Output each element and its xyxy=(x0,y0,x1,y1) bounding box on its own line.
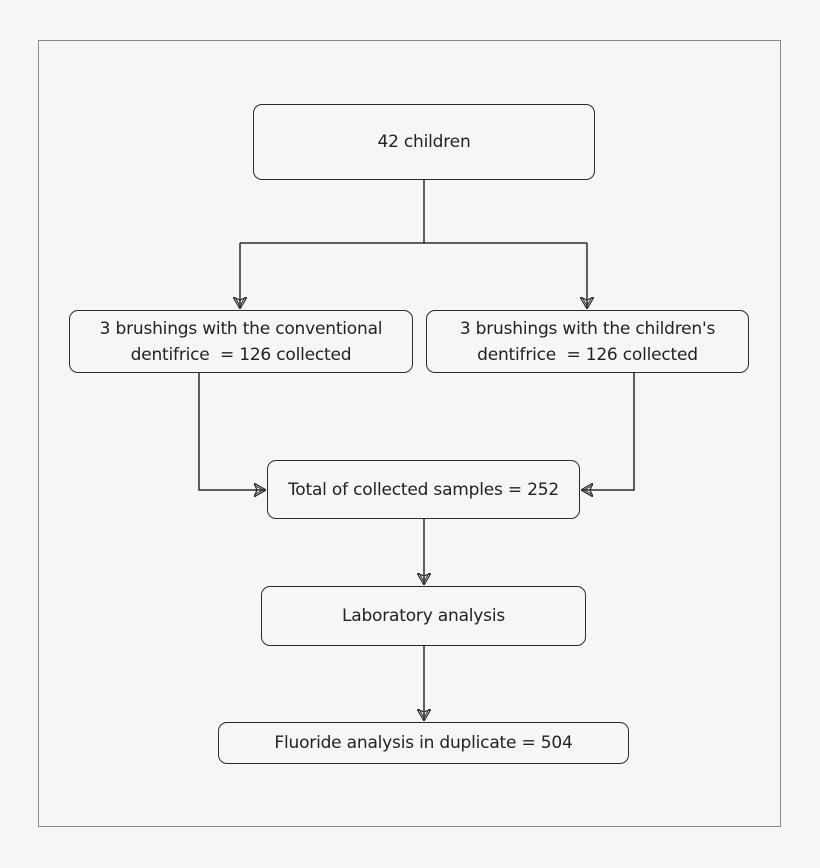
edge-conventional-to-total xyxy=(198,373,266,490)
node-42-children-label: 42 children xyxy=(377,132,471,152)
node-conventional-line1: 3 brushings with the conventional xyxy=(99,318,383,339)
edge-childrens-to-total xyxy=(581,373,635,490)
node-conventional-line2: dentifrice = 126 collected xyxy=(130,344,352,365)
node-laboratory-analysis: Laboratory analysis xyxy=(261,586,586,646)
node-total-samples-label: Total of collected samples = 252 xyxy=(288,479,559,500)
node-fluoride-analysis-label: Fluoride analysis in duplicate = 504 xyxy=(274,733,573,753)
node-childrens-line2: dentifrice = 126 collected xyxy=(477,344,698,365)
node-total-samples: Total of collected samples = 252 xyxy=(267,460,580,519)
node-childrens-line1: 3 brushings with the children's xyxy=(459,318,716,339)
node-42-children: 42 children xyxy=(253,104,595,180)
node-laboratory-analysis-label: Laboratory analysis xyxy=(341,606,506,626)
node-fluoride-analysis: Fluoride analysis in duplicate = 504 xyxy=(218,722,629,764)
node-childrens-dentifrice: 3 brushings with the children's dentifri… xyxy=(426,310,749,373)
node-conventional-dentifrice: 3 brushings with the conventional dentif… xyxy=(69,310,413,373)
